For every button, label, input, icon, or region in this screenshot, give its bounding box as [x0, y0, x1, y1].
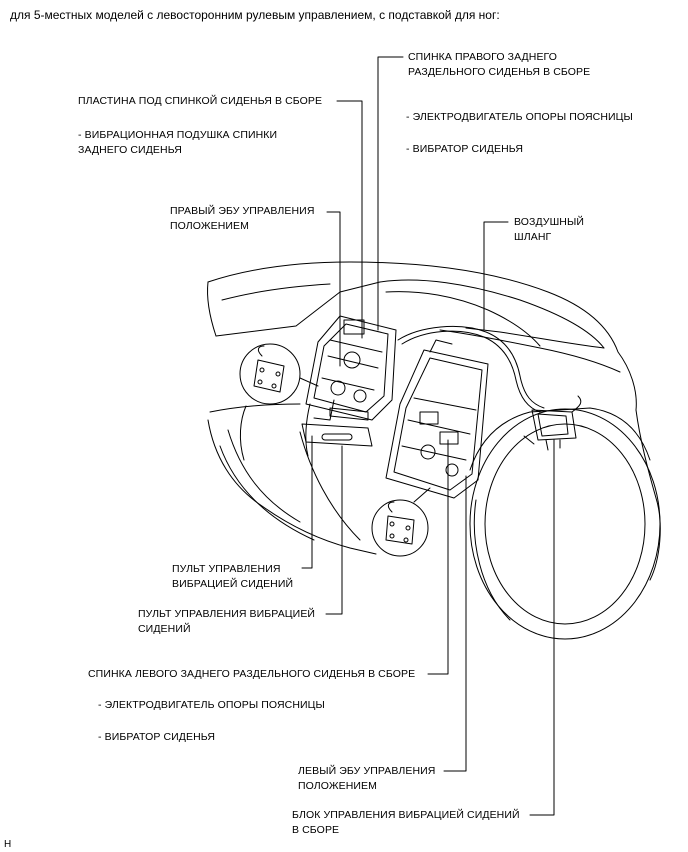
label-right-lumbar-motor: - ЭЛЕКТРОДВИГАТЕЛЬ ОПОРЫ ПОЯСНИЦЫ [406, 111, 633, 123]
air-hose [397, 325, 545, 409]
left-seatback-frame [385, 339, 489, 499]
diagram-header: для 5-местных моделей с левосторонним ру… [10, 8, 500, 22]
label-left-rear-seatback: СПИНКА ЛЕВОГО ЗАДНЕГО РАЗДЕЛЬНОГО СИДЕНЬ… [88, 668, 416, 680]
leader-lines [301, 56, 555, 816]
rear-wheel [469, 407, 661, 640]
label-air-hose: ВОЗДУШНЫЙ ШЛАНГ [514, 216, 585, 243]
label-right-seat-vibrator: - ВИБРАТОР СИДЕНЬЯ [406, 143, 523, 155]
label-rear-vibration-pad: - ВИБРАЦИОННАЯ ПОДУШКА СПИНКИ ЗАДНЕГО СИ… [78, 129, 278, 156]
detail-circle-pad [239, 343, 319, 405]
footer-code: H [4, 839, 12, 850]
vibration-control-unit [523, 395, 582, 451]
label-left-position-ecu: ЛЕВЫЙ ЭБУ УПРАВЛЕНИЯ ПОЛОЖЕНИЕМ [298, 765, 436, 792]
label-left-seat-vibrator: - ВИБРАТОР СИДЕНЬЯ [98, 731, 215, 743]
label-right-rear-seatback: СПИНКА ПРАВОГО ЗАДНЕГО РАЗДЕЛЬНОГО СИДЕН… [408, 51, 591, 78]
label-seatback-plate: ПЛАСТИНА ПОД СПИНКОЙ СИДЕНЬЯ В СБОРЕ [78, 95, 323, 107]
label-vibration-remote-1: ПУЛЬТ УПРАВЛЕНИЯ ВИБРАЦИЕЙ СИДЕНИЙ [172, 563, 294, 590]
detail-circle-pad-lower [371, 487, 431, 557]
label-vibration-control-unit: БЛОК УПРАВЛЕНИЯ ВИБРАЦИЕЙ СИДЕНИЙ В СБОР… [292, 809, 520, 836]
label-vibration-remote-2: ПУЛЬТ УПРАВЛЕНИЯ ВИБРАЦИЕЙ СИДЕНИЙ [138, 608, 316, 635]
right-seatback-frame [305, 315, 397, 421]
car-body-outline [207, 261, 661, 581]
label-left-lumbar-motor: - ЭЛЕКТРОДВИГАТЕЛЬ ОПОРЫ ПОЯСНИЦЫ [98, 699, 325, 711]
label-right-position-ecu: ПРАВЫЙ ЭБУ УПРАВЛЕНИЯ ПОЛОЖЕНИЕМ [170, 205, 315, 232]
console-remote [301, 407, 373, 447]
